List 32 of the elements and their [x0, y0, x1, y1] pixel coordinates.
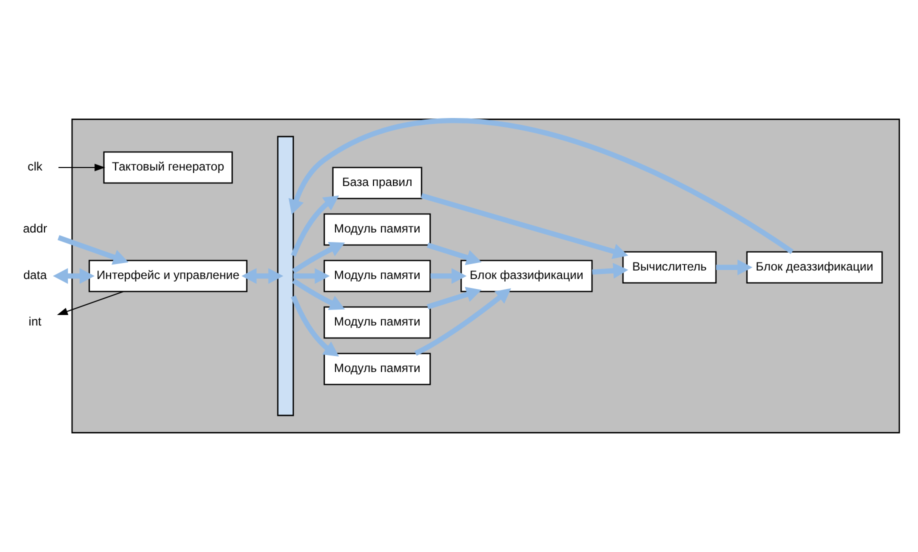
- node-box: Вычислитель: [622, 251, 717, 284]
- arrow: [290, 196, 340, 257]
- arrow: [426, 242, 482, 266]
- arrow: [592, 262, 628, 279]
- node-box: База правил: [332, 166, 422, 200]
- node-text: addr: [22, 222, 48, 236]
- node-box: Модуль памяти: [324, 213, 431, 246]
- node-box: Модуль памяти: [324, 306, 431, 339]
- node-text: clk: [28, 160, 42, 174]
- arrow: [58, 164, 106, 172]
- arrow: [430, 268, 467, 284]
- arrow: [290, 295, 340, 356]
- arrow: [426, 286, 482, 310]
- node-text: data: [23, 268, 47, 282]
- arrow: [52, 268, 95, 284]
- arrow: [242, 268, 284, 284]
- arrow: [414, 288, 512, 356]
- arrow: [292, 242, 345, 274]
- node-box: Интерфейс и управление: [88, 260, 248, 292]
- arrow: [288, 118, 794, 254]
- arrow: [292, 278, 345, 310]
- node-box: Блок деаззификации: [746, 251, 883, 284]
- node-box: Блок фаззификации: [460, 260, 593, 292]
- node-box: Тактовый генератор: [103, 151, 233, 184]
- node-box: Модуль памяти: [324, 352, 431, 386]
- arrow: [420, 193, 628, 260]
- arrow: [57, 291, 124, 316]
- node-text: int: [28, 314, 42, 329]
- node-bar: [277, 136, 294, 416]
- node-box: Модуль памяти: [324, 260, 431, 292]
- arrow: [293, 268, 330, 284]
- arrow: [716, 260, 752, 276]
